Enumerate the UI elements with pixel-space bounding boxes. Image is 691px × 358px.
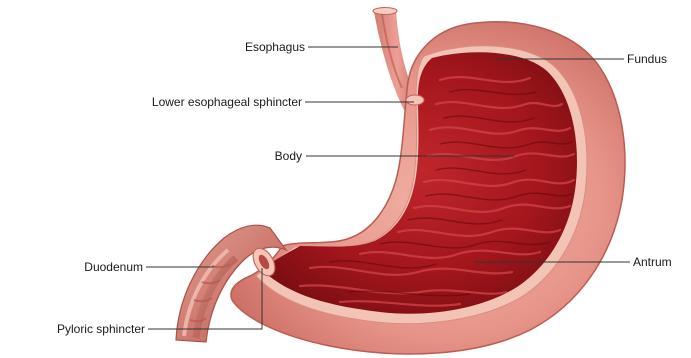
label-les-text: Lower esophageal sphincter <box>152 95 302 109</box>
label-pyloric-text: Pyloric sphincter <box>57 322 145 336</box>
label-esophagus: Esophagus <box>245 40 398 54</box>
label-duodenum-text: Duodenum <box>84 260 143 274</box>
label-pyloric: Pyloric sphincter <box>57 268 262 336</box>
label-esophagus-text: Esophagus <box>245 40 305 54</box>
label-antrum-text: Antrum <box>633 255 672 269</box>
stomach-inner-lining <box>262 52 577 313</box>
label-duodenum: Duodenum <box>84 260 214 274</box>
label-les: Lower esophageal sphincter <box>152 95 414 109</box>
label-fundus-text: Fundus <box>627 52 667 66</box>
label-body-text: Body <box>275 149 302 163</box>
les-ring <box>406 95 424 105</box>
